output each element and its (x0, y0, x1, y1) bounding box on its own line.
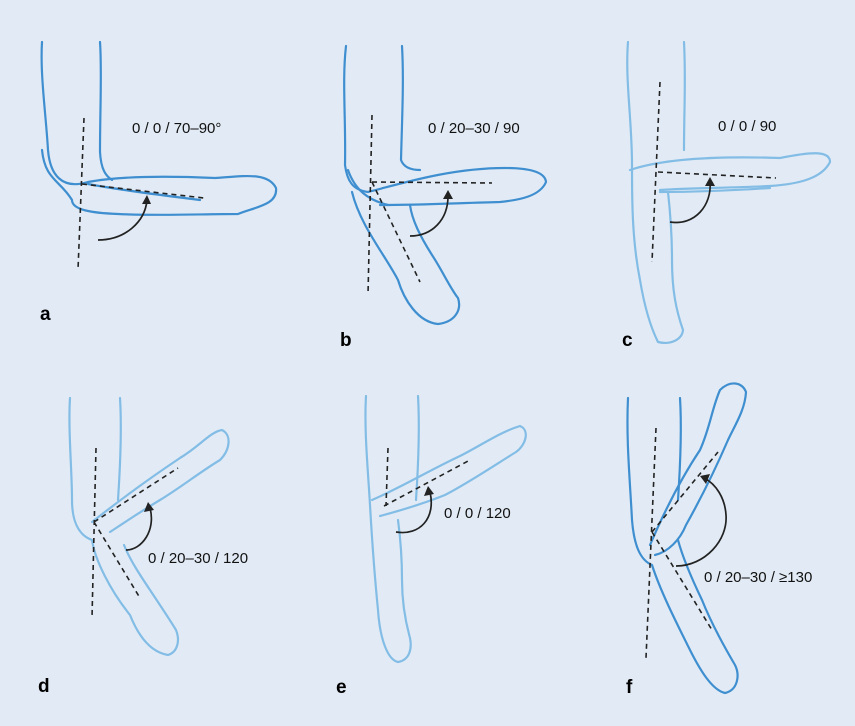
motion-arrow (410, 196, 448, 236)
reference-line-forearm (384, 460, 470, 506)
panel-letter-e: e (336, 677, 347, 698)
reference-line-vertical (386, 448, 388, 506)
arm-illustration-d (69, 398, 228, 655)
arm-illustration-b (344, 46, 546, 324)
panel-letter-b: b (340, 330, 352, 351)
angle-label-d: 0 / 20–30 / 120 (148, 550, 248, 567)
panel-letter-c: c (622, 330, 633, 351)
angle-label-c: 0 / 0 / 90 (718, 118, 776, 135)
panel-b: 0 / 20–30 / 90 b (340, 46, 546, 351)
panel-letter-d: d (38, 676, 50, 697)
motion-arrow (396, 492, 431, 533)
motion-arrow (98, 200, 147, 240)
panel-e: 0 / 0 / 120 e (336, 396, 526, 698)
arrowhead-icon (443, 190, 453, 199)
panel-letter-f: f (626, 677, 633, 698)
arrowhead-icon (705, 177, 715, 186)
reference-line-forearm (658, 172, 776, 178)
motion-arrow (676, 478, 726, 566)
angle-label-b: 0 / 20–30 / 90 (428, 120, 520, 137)
angle-label-a: 0 / 0 / 70–90° (132, 120, 221, 137)
arrowhead-icon (142, 195, 151, 204)
arm-illustration-e (365, 396, 525, 662)
reference-line-forearm-rotated (94, 522, 140, 598)
arm-illustration-f (627, 383, 746, 693)
reference-line-forearm (82, 184, 204, 198)
reference-line-vertical (78, 118, 84, 270)
reference-line-forearm (372, 182, 492, 183)
panel-a: 0 / 0 / 70–90° a (40, 42, 276, 325)
panel-f: 0 / 20–30 / ≥130 f (626, 383, 812, 698)
panel-letter-a: a (40, 304, 51, 325)
panel-c: 0 / 0 / 90 c (622, 42, 830, 351)
angle-label-f: 0 / 20–30 / ≥130 (704, 569, 812, 586)
reference-line-forearm-rotated (652, 532, 712, 630)
reference-line-vertical (92, 448, 96, 618)
angle-label-e: 0 / 0 / 120 (444, 505, 511, 522)
panel-d: 0 / 20–30 / 120 d (38, 398, 248, 697)
arm-illustration-c (627, 42, 830, 343)
reference-line-vertical (368, 115, 372, 295)
reference-line-forearm-rotated (372, 182, 420, 282)
arrowhead-icon (424, 486, 434, 496)
